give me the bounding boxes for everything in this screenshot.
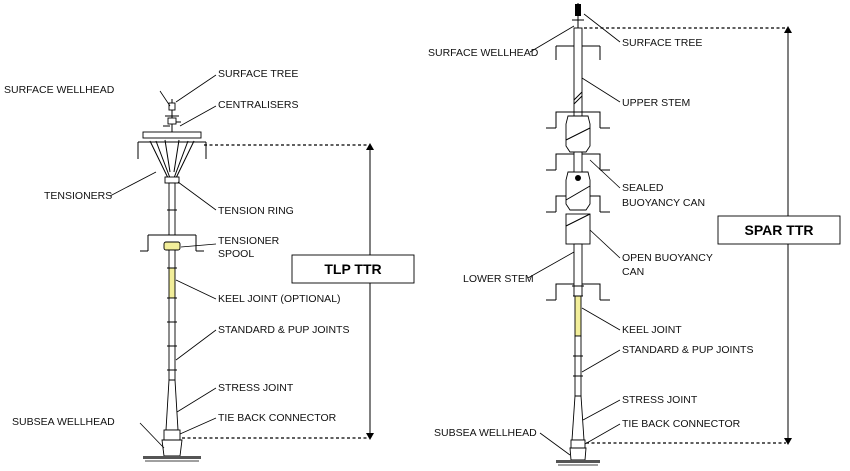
- tlp-tensioners: [149, 139, 195, 179]
- spar-sealed-can-2: [565, 171, 591, 211]
- tlp-label-keel-joint: KEEL JOINT (OPTIONAL): [218, 293, 341, 305]
- spar-surface-tree: [572, 3, 584, 28]
- tlp-label-tie-back: TIE BACK CONNECTOR: [218, 412, 337, 424]
- spar-lower-stem: [573, 243, 583, 297]
- tlp-tension-ring: [164, 176, 180, 184]
- spar-stress-joint: [571, 395, 585, 441]
- tlp-label-surface-tree: SURFACE TREE: [218, 68, 298, 80]
- spar-seabed: [556, 460, 600, 463]
- tlp-subsea-wellhead: [161, 439, 183, 457]
- spar-label-open-buoyancy-2: CAN: [622, 266, 644, 278]
- spar-label-sealed-buoyancy-1: SEALED: [622, 182, 664, 194]
- tlp-spool-pipe: [168, 249, 176, 269]
- tlp-label-standard-pup: STANDARD & PUP JOINTS: [218, 324, 349, 336]
- spar-riser: SPAR TTR SURFACE WELLHEAD SURFACE TREE U…: [428, 3, 841, 466]
- tlp-label-subsea-wellhead: SUBSEA WELLHEAD: [12, 416, 115, 428]
- spar-leaders: [527, 13, 621, 456]
- tlp-label-centralisers: CENTRALISERS: [218, 99, 299, 111]
- tlp-label-tensioners: TENSIONERS: [44, 190, 112, 202]
- tlp-standard-joints: [168, 297, 176, 381]
- tlp-title: TLP TTR: [324, 261, 381, 277]
- tlp-keel-joint: [168, 267, 176, 299]
- spar-can-link: [573, 151, 583, 173]
- tlp-seabed: [143, 456, 201, 459]
- spar-label-stress-joint: STRESS JOINT: [622, 394, 698, 406]
- tlp-length-dimension: [182, 143, 374, 440]
- spar-label-upper-stem: UPPER STEM: [622, 97, 690, 109]
- tlp-label-tensioner-spool-2: SPOOL: [218, 248, 254, 260]
- spar-label-open-buoyancy-1: OPEN BUOYANCY: [622, 252, 713, 264]
- spar-label-keel-joint: KEEL JOINT: [622, 324, 682, 336]
- tlp-label-tension-ring: TENSION RING: [218, 205, 294, 217]
- spar-open-can: [565, 213, 591, 245]
- spar-label-surface-wellhead: SURFACE WELLHEAD: [428, 47, 539, 59]
- tlp-label-stress-joint: STRESS JOINT: [218, 382, 294, 394]
- tlp-stress-joint: [165, 379, 179, 431]
- spar-standard-joints: [574, 335, 582, 397]
- tlp-keel-guide: [140, 234, 204, 252]
- spar-label-lower-stem: LOWER STEM: [463, 273, 534, 285]
- spar-keel-joint: [574, 295, 582, 337]
- tlp-riser: TLP TTR SURFACE WELLHEAD SURFACE TREE CE…: [4, 68, 415, 462]
- tlp-tensioner-spool: [163, 241, 181, 251]
- tlp-leaders: [109, 74, 217, 449]
- spar-label-subsea-wellhead: SUBSEA WELLHEAD: [434, 427, 537, 439]
- spar-label-tie-back: TIE BACK CONNECTOR: [622, 418, 741, 430]
- spar-tie-back: [570, 439, 586, 449]
- tlp-label-tensioner-spool-1: TENSIONER: [218, 235, 280, 247]
- tlp-deck: [137, 131, 207, 159]
- tlp-tie-back: [163, 429, 181, 441]
- tlp-upper-pipe: [168, 182, 176, 236]
- spar-title: SPAR TTR: [745, 222, 814, 238]
- spar-label-standard-pup: STANDARD & PUP JOINTS: [622, 344, 753, 356]
- spar-subsea-wellhead: [569, 447, 587, 461]
- spar-label-surface-tree: SURFACE TREE: [622, 37, 702, 49]
- spar-title-box: [717, 215, 841, 245]
- tlp-label-surface-wellhead: SURFACE WELLHEAD: [4, 84, 115, 96]
- tlp-title-box: [291, 254, 415, 284]
- tlp-surface-tree: [163, 99, 181, 132]
- spar-label-sealed-buoyancy-2: BUOYANCY CAN: [622, 197, 705, 209]
